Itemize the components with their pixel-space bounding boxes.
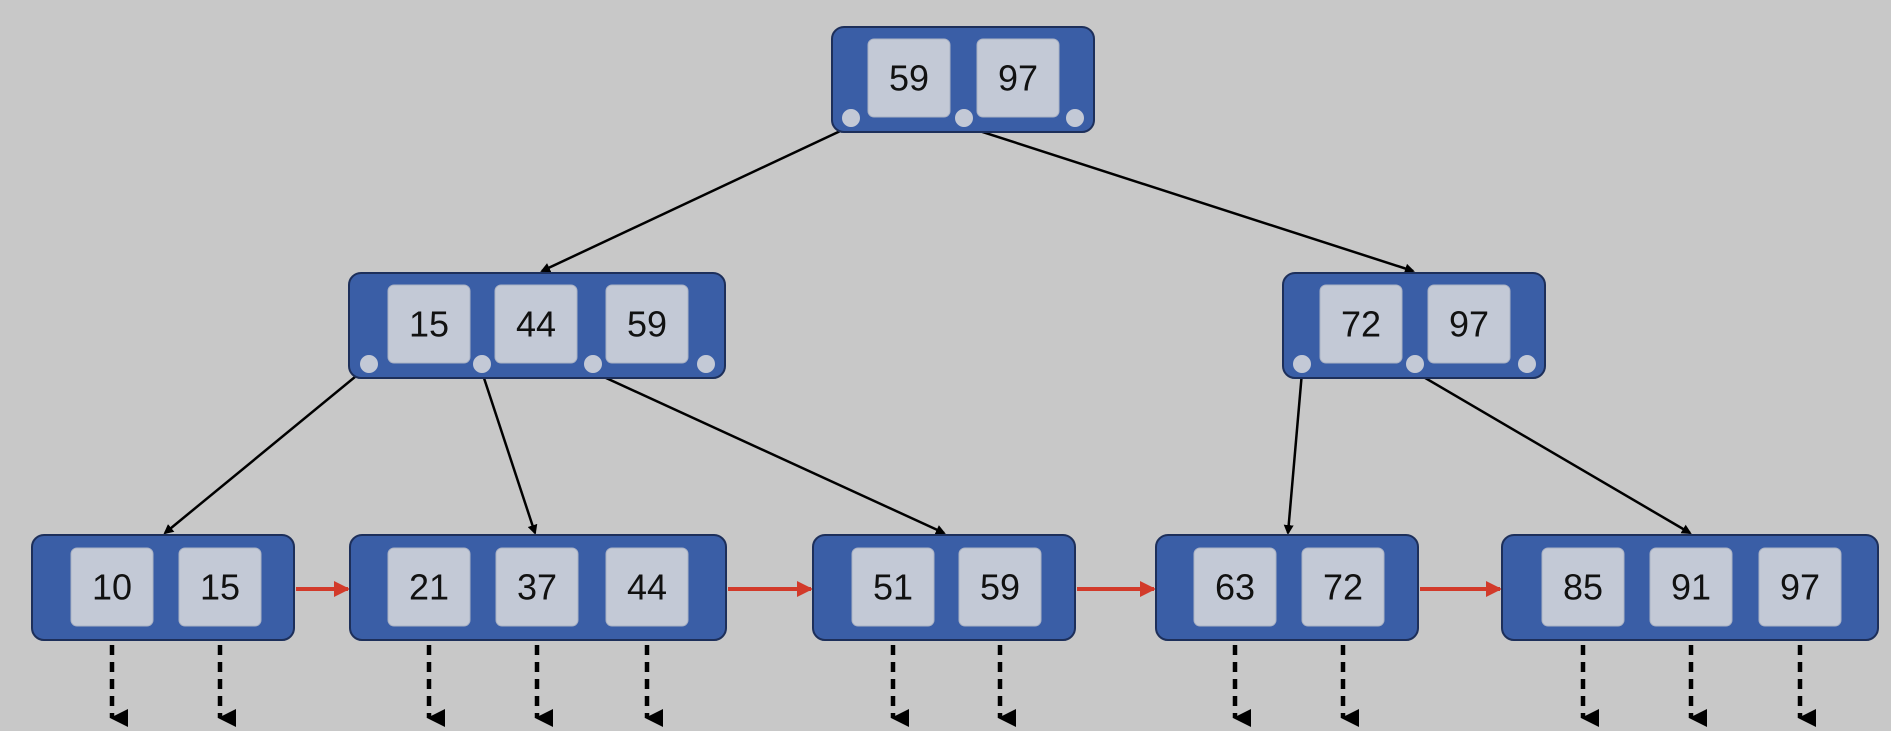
key-cell [1541, 547, 1625, 627]
key-label: 51 [873, 567, 913, 608]
child-pointer-dot [1404, 353, 1426, 375]
key-cell [1427, 284, 1511, 364]
key-cell [851, 547, 935, 627]
leaf-node: 51 59 [812, 534, 1076, 641]
key-label: 15 [200, 567, 240, 608]
key-cell [605, 284, 689, 364]
key-label: 85 [1563, 567, 1603, 608]
key-label: 59 [889, 58, 929, 99]
child-pointer-dot [840, 107, 862, 129]
key-label: 63 [1215, 567, 1255, 608]
child-pointer-dot [1291, 353, 1313, 375]
key-cell [387, 547, 471, 627]
key-label: 72 [1341, 304, 1381, 345]
leaf-node: 21 37 44 [349, 534, 727, 641]
key-cell [976, 38, 1060, 118]
key-cell [70, 547, 154, 627]
record-pointers [109, 628, 1816, 727]
key-cell [1319, 284, 1403, 364]
key-cell [494, 284, 578, 364]
leaf-node: 63 72 [1155, 534, 1419, 641]
child-pointer-dot [358, 353, 380, 375]
tree-edge-arrow [1414, 370, 1692, 535]
leaf-node: 85 91 97 [1501, 534, 1879, 641]
key-label: 44 [627, 567, 667, 608]
key-label: 37 [517, 567, 557, 608]
key-cell [1193, 547, 1277, 627]
key-cell [1758, 547, 1842, 627]
key-label: 59 [980, 567, 1020, 608]
child-pointer-dot [582, 353, 604, 375]
key-cell [1301, 547, 1385, 627]
leaf-node: 10 15 [31, 534, 295, 641]
internal-node: 72 97 [1282, 272, 1546, 379]
root-node: 59 97 [831, 26, 1095, 133]
child-pointer-dot [1516, 353, 1538, 375]
key-cell [958, 547, 1042, 627]
tree-edge-arrow [163, 371, 362, 535]
child-pointer-dot [695, 353, 717, 375]
key-label: 15 [409, 304, 449, 345]
key-label: 97 [998, 58, 1038, 99]
tree-edge-arrow [540, 124, 852, 273]
key-label: 44 [516, 304, 556, 345]
key-cell [178, 547, 262, 627]
child-pointer-dot [1064, 107, 1086, 129]
tree-edge-arrow [592, 370, 946, 535]
child-pointer-dot [471, 353, 493, 375]
key-cell [1649, 547, 1733, 627]
tree-edge-arrow [1283, 371, 1304, 535]
key-label: 97 [1780, 567, 1820, 608]
child-pointer-dot [953, 107, 975, 129]
key-label: 72 [1323, 567, 1363, 608]
key-label: 97 [1449, 304, 1489, 345]
tree-edges [163, 124, 1692, 535]
key-label: 10 [92, 567, 132, 608]
internal-node: 15 44 59 [348, 272, 726, 379]
key-cell [387, 284, 471, 364]
key-label: 91 [1671, 567, 1711, 608]
key-cell [605, 547, 689, 627]
key-label: 21 [409, 567, 449, 608]
key-cell [867, 38, 951, 118]
tree-edge-arrow [480, 371, 538, 535]
tree-edge-arrow [963, 124, 1415, 274]
key-cell [495, 547, 579, 627]
key-label: 59 [627, 304, 667, 345]
